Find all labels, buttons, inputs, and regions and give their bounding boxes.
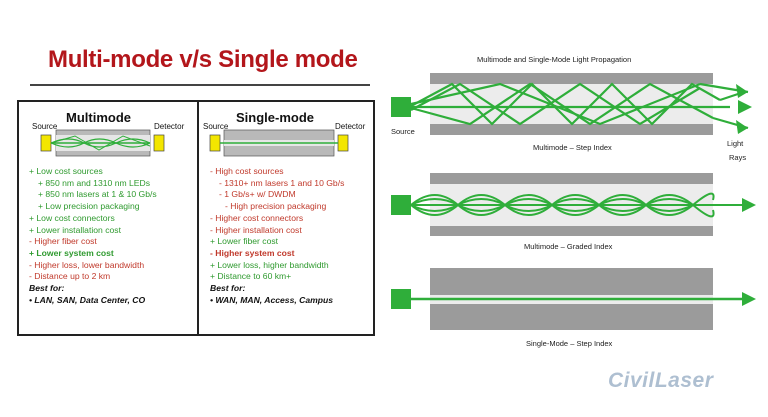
comparison-table: Multimode Source Detector + Low cost sou… <box>17 100 375 336</box>
title-underline <box>30 84 370 86</box>
singlemode-list-item: + Distance to 60 km+ <box>210 271 292 282</box>
watermark-logo: CivilLaser <box>608 369 714 392</box>
singlemode-list-item: - High precision packaging <box>225 201 327 212</box>
singlemode-heading: Single-mode <box>236 110 315 125</box>
mm-source-label: Source <box>32 122 58 131</box>
source-label: Source <box>391 127 415 136</box>
singlemode-list-item: + Lower fiber cost <box>210 236 279 247</box>
multimode-best-for-items: • LAN, SAN, Data Center, CO <box>29 294 146 305</box>
propagation-title: Multimode and Single-Mode Light Propagat… <box>477 55 632 64</box>
diagram-mm-step-index <box>391 73 752 135</box>
sm-source-label: Source <box>203 122 229 131</box>
singlemode-list-item: + Lower loss, higher bandwidth <box>210 259 329 270</box>
singlemode-best-for-label: Best for: <box>210 283 246 294</box>
mm-graded-rays <box>410 192 744 218</box>
singlemode-column: Single-mode Source Detector - High cost … <box>200 102 373 334</box>
multimode-list: + Low cost sources+ 850 nm and 1310 nm L… <box>29 166 157 306</box>
multimode-best-for-label: Best for: <box>29 283 65 294</box>
multimode-list-item: + 850 nm and 1310 nm LEDs <box>38 177 151 188</box>
singlemode-list-item: - Higher installation cost <box>210 224 302 235</box>
multimode-list-item: - Higher fiber cost <box>29 236 97 247</box>
multimode-list-item: + 850 nm lasers at 1 & 10 Gb/s <box>38 189 157 200</box>
multimode-list-item: + Low cost sources <box>29 166 103 176</box>
singlemode-list-item: - Higher system cost <box>210 247 295 258</box>
light-rays-label-2: Rays <box>729 153 747 162</box>
diagram-mm-graded-index <box>391 173 756 236</box>
mm-graded-source-block <box>391 195 411 215</box>
mm-step-source-block <box>391 97 411 117</box>
multimode-list-item: + Low cost connectors <box>29 212 115 223</box>
column-divider <box>197 102 199 334</box>
multimode-list-item: - Higher loss, lower bandwidth <box>29 259 145 270</box>
multimode-heading: Multimode <box>66 110 131 125</box>
singlemode-mini-diagram <box>209 129 349 157</box>
multimode-mini-diagram <box>40 129 165 157</box>
singlemode-list-item: - Higher cost connectors <box>210 212 304 223</box>
caption-sm-step: Single-Mode – Step Index <box>526 339 613 348</box>
multimode-column: Multimode Source Detector + Low cost sou… <box>19 102 196 334</box>
singlemode-list-item: - 1310+ nm lasers 1 and 10 Gb/s <box>219 177 345 188</box>
sm-step-source-block <box>391 289 411 309</box>
diagram-sm-step-index <box>391 268 756 330</box>
singlemode-list-item: - High cost sources <box>210 166 284 176</box>
multimode-list-item: - Distance up to 2 km <box>29 271 111 282</box>
singlemode-best-for-items: • WAN, MAN, Access, Campus <box>210 294 334 305</box>
slide-title: Multi-mode v/s Single mode <box>48 46 358 73</box>
mm-detector-label: Detector <box>154 122 185 131</box>
sm-detector-label: Detector <box>335 122 366 131</box>
multimode-list-item: + Low precision packaging <box>38 201 140 212</box>
multimode-list-item: + Lower system cost <box>29 247 114 258</box>
singlemode-list-item: - 1 Gb/s+ w/ DWDM <box>219 189 296 200</box>
caption-mm-graded: Multimode – Graded Index <box>524 242 613 251</box>
caption-mm-step: Multimode – Step Index <box>533 143 612 152</box>
singlemode-list: - High cost sources- 1310+ nm lasers 1 a… <box>210 166 344 306</box>
multimode-list-item: + Lower installation cost <box>29 224 121 235</box>
light-rays-label-1: Light <box>727 139 744 148</box>
